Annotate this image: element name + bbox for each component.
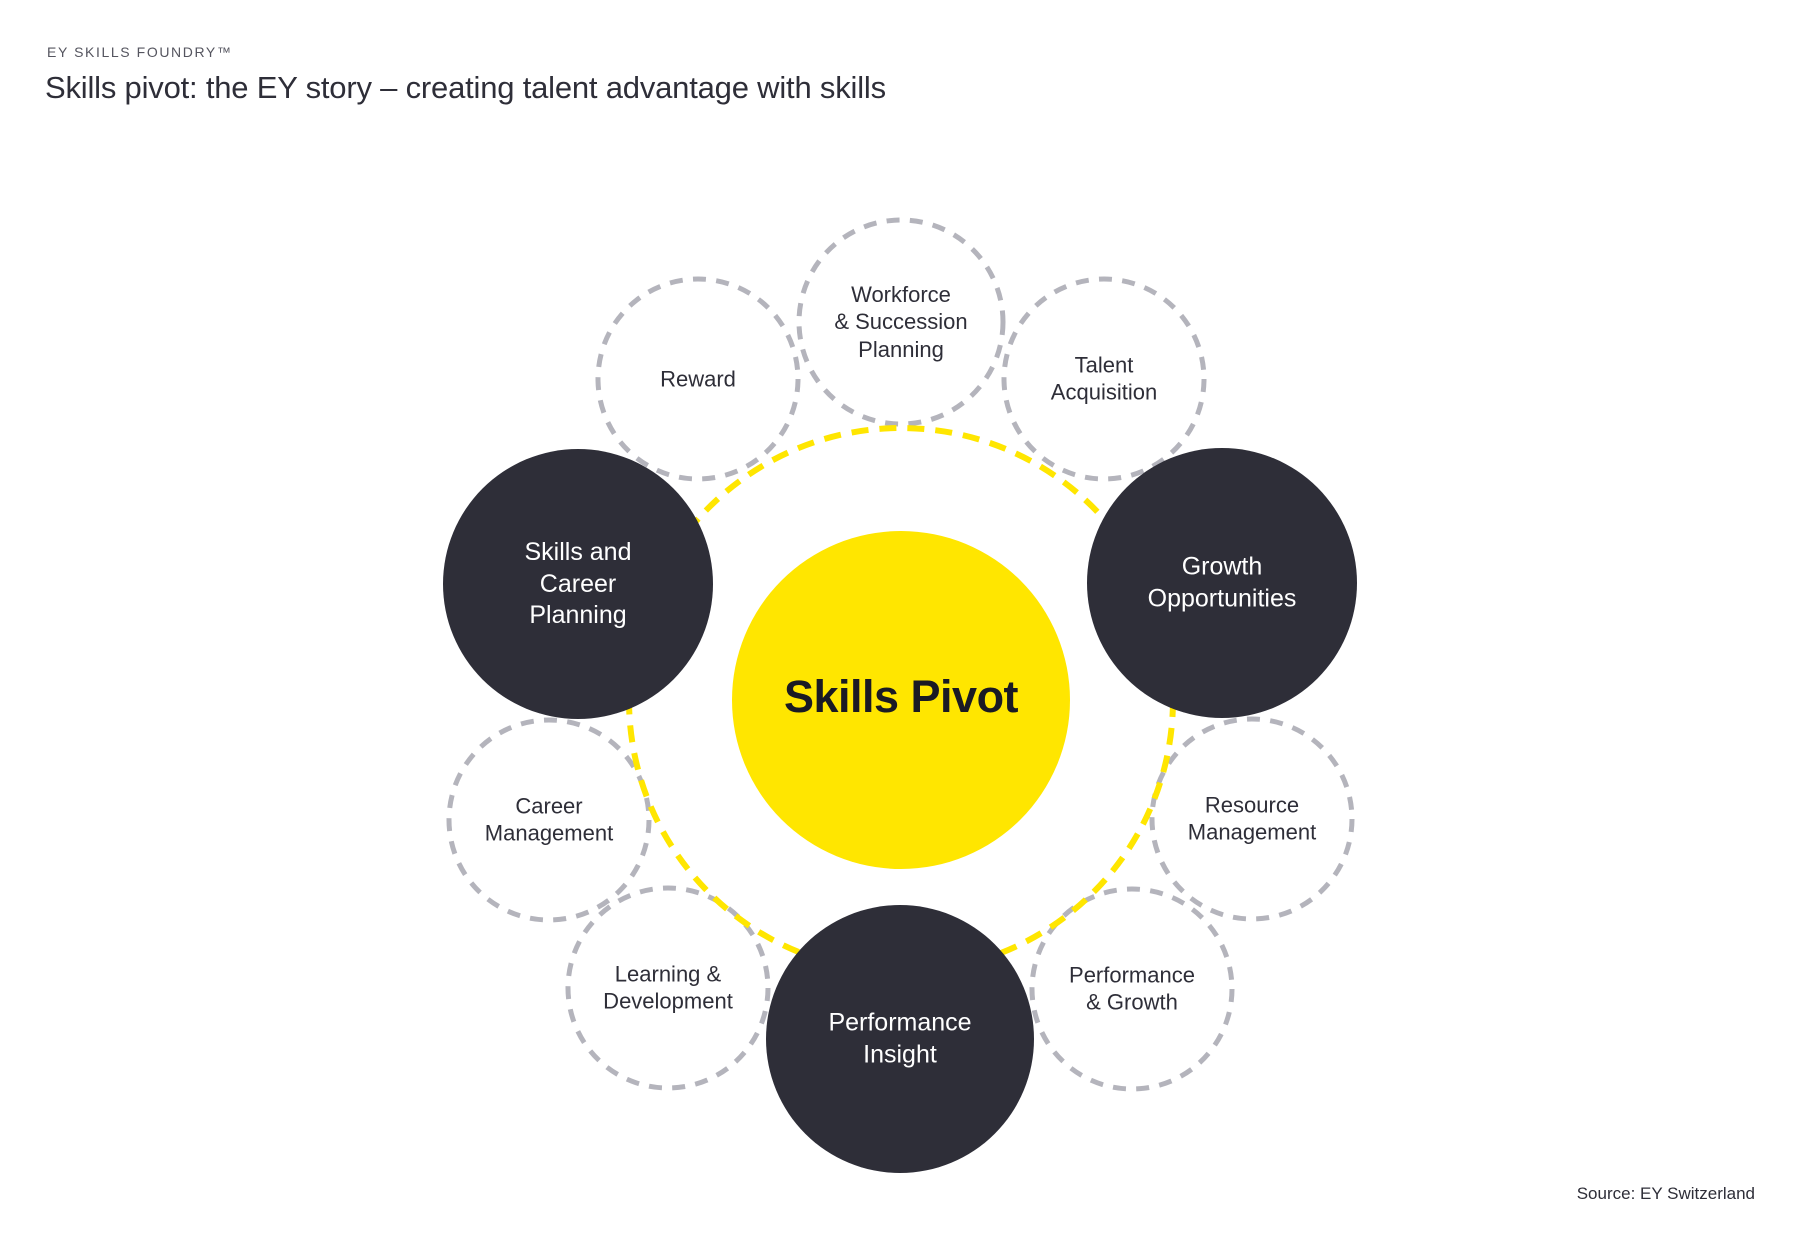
performance-insight-circle	[766, 905, 1034, 1173]
talent-acquisition-label: Talent Acquisition	[1050, 352, 1158, 405]
performance-insight-label: Performance Insight	[828, 1008, 972, 1069]
page-title: Skills pivot: the EY story – creating ta…	[45, 70, 886, 105]
career-management-circle	[446, 717, 652, 923]
skills-pivot-label: Skills Pivot	[783, 671, 1019, 722]
source-note: Source: EY Switzerland	[1576, 1184, 1755, 1203]
talent-acquisition-circle	[1001, 276, 1207, 482]
workforce-succession-circle	[796, 217, 1006, 427]
learning-development-circle	[565, 885, 771, 1091]
growth-opportunities-label: Growth Opportunities	[1147, 552, 1297, 613]
skills-pivot-center-circle	[732, 531, 1070, 869]
skills-career-planning-label: Skills and Career Planning	[524, 537, 632, 629]
performance-growth-circle	[1029, 886, 1235, 1092]
skills-career-planning-circle	[443, 449, 713, 719]
brand-label: EY SKILLS FOUNDRY™	[47, 44, 233, 60]
resource-management-label: Resource Management	[1187, 792, 1317, 845]
growth-opportunities-circle	[1087, 448, 1357, 718]
workforce-succession-label: Workforce & Succession Planning	[834, 282, 968, 362]
resource-management-circle	[1149, 716, 1355, 922]
learning-development-label: Learning & Development	[603, 961, 733, 1014]
reward-label: Reward	[660, 366, 736, 392]
performance-growth-label: Performance & Growth	[1069, 962, 1195, 1015]
career-management-label: Career Management	[484, 793, 614, 846]
reward-circle	[595, 276, 801, 482]
